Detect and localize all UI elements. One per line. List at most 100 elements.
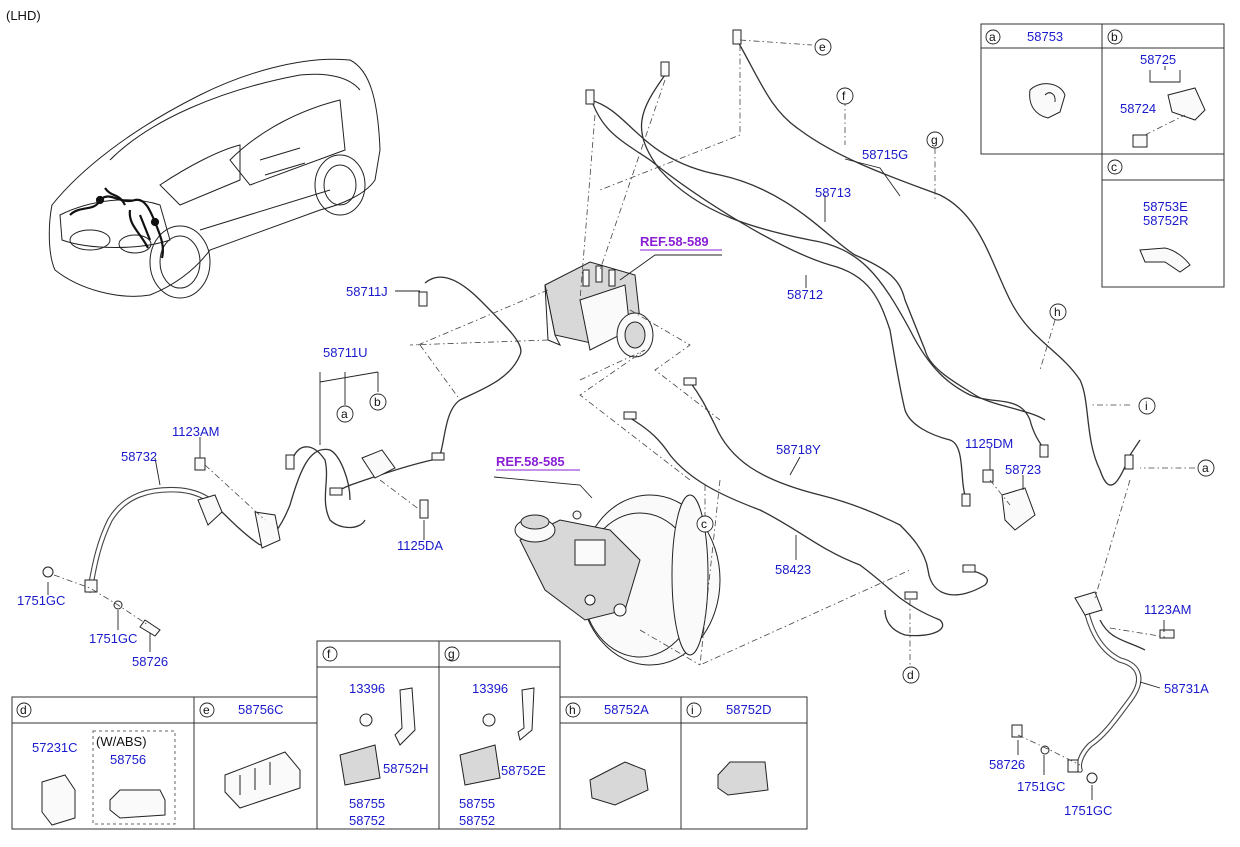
bracket-58752H-icon	[394, 687, 416, 746]
clip-58756-icon	[109, 789, 166, 819]
label-58732: 58732	[121, 449, 157, 464]
label-1125DA: 1125DA	[397, 538, 443, 553]
legend-b-part2: 58724	[1120, 101, 1156, 116]
label-1125DM: 1125DM	[965, 436, 1013, 451]
reference-dashes	[53, 39, 1195, 766]
legend-d-part1: 57231C	[32, 740, 78, 755]
clip-58756C-icon	[224, 751, 301, 809]
legend-b-badge	[1107, 29, 1123, 45]
leader-lines	[47, 158, 1165, 800]
left-hose-assembly	[42, 446, 433, 637]
label-58723: 58723	[1005, 462, 1041, 477]
legend-f-holder: 58752	[349, 813, 385, 828]
callout-i-1: i	[1138, 397, 1156, 415]
legend-f-badge	[322, 646, 338, 662]
part-labels: 58711J 58711U 58732 1123AM 1751GC 1751GC…	[17, 147, 1209, 818]
svg-text:a: a	[341, 407, 348, 421]
brake-booster-master-cylinder	[514, 494, 721, 666]
callout-f-1: f	[836, 87, 854, 105]
legend-h-letter: h	[569, 703, 576, 717]
callout-g-1: g	[926, 131, 944, 149]
legend-a-letter: a	[989, 30, 996, 44]
callout-c-1: c	[696, 515, 714, 533]
ref-brake-booster[interactable]: REF.58-585	[496, 454, 565, 469]
legend-i-part: 58752D	[726, 702, 772, 717]
callout-d-1: d	[902, 666, 920, 684]
label-58713: 58713	[815, 185, 851, 200]
callout-h-1: h	[1049, 303, 1067, 321]
label-1123AM-left: 1123AM	[172, 424, 219, 439]
clip-58755-icon	[339, 744, 381, 786]
right-hose-assembly	[982, 469, 1175, 784]
svg-text:f: f	[842, 89, 846, 103]
vehicle-illustration	[48, 58, 381, 299]
legend-d-badge	[16, 702, 32, 718]
legend-h-badge	[565, 702, 581, 718]
callout-a-1: a	[336, 405, 354, 423]
legend-c-letter: c	[1111, 160, 1117, 174]
bolt-58724-icon	[1132, 134, 1148, 148]
svg-text:i: i	[1145, 399, 1148, 413]
label-1751GC-b: 1751GC	[89, 631, 137, 646]
legend-g-holder: 58752	[459, 813, 495, 828]
legend-e-letter: e	[203, 703, 210, 717]
label-58712: 58712	[787, 287, 823, 302]
label-58423: 58423	[775, 562, 811, 577]
nut-13396-icon-2	[482, 713, 496, 727]
label-1123AM-right: 1123AM	[1144, 602, 1191, 617]
legend-h-part: 58752A	[604, 702, 649, 717]
svg-text:d: d	[907, 668, 914, 682]
legend-d-note: (W/ABS)	[96, 734, 147, 749]
legend-a-part: 58753	[1027, 29, 1063, 44]
label-1751GC-c: 1751GC	[1017, 779, 1065, 794]
callout-b-1: b	[369, 393, 387, 411]
clip-58752D-icon	[717, 761, 769, 796]
legend-f-letter: f	[327, 647, 331, 661]
label-58715G: 58715G	[862, 147, 908, 162]
abs-hydraulic-unit	[544, 261, 654, 358]
legend-g-clip: 58755	[459, 796, 495, 811]
pipe-fittings	[418, 29, 1134, 600]
legend-g-nut: 13396	[472, 681, 508, 696]
bracket-58725-icon	[1167, 87, 1206, 121]
legend-d-part2: 58756	[110, 752, 146, 767]
legend-i-badge	[686, 702, 702, 718]
clip-58753E-icon	[1139, 247, 1191, 273]
bracket-58752E-icon	[517, 687, 535, 741]
engine-bay-harness	[69, 187, 164, 259]
callout-a-2: a	[1197, 459, 1215, 477]
legend-i-letter: i	[691, 703, 694, 717]
legend-e-badge	[199, 702, 215, 718]
legend-d-letter: d	[20, 703, 27, 717]
label-58726-right: 58726	[989, 757, 1025, 772]
clip-58755-icon-2	[459, 744, 501, 786]
clip-57231C-icon	[41, 774, 76, 826]
label-58726-left: 58726	[132, 654, 168, 669]
legend-g-badge	[444, 646, 460, 662]
clip-58752A-icon	[589, 761, 649, 806]
legend-b-part1: 58725	[1140, 52, 1176, 67]
brake-pipes	[424, 39, 1141, 637]
legend-c-part1: 58753E	[1143, 199, 1188, 214]
legend-f-clip: 58755	[349, 796, 385, 811]
svg-text:e: e	[819, 40, 826, 54]
svg-text:b: b	[374, 395, 381, 409]
legend-top-table: a 58753 b 58725 58724 c 58753E 58752R	[980, 23, 1225, 288]
ref-abs-unit[interactable]: REF.58-589	[640, 234, 709, 249]
legend-f-nut: 13396	[349, 681, 385, 696]
label-1751GC-d: 1751GC	[1064, 803, 1112, 818]
legend-g-letter: g	[448, 647, 455, 661]
nut-13396-icon	[359, 713, 373, 727]
label-58718Y: 58718Y	[776, 442, 821, 457]
legend-c-part2: 58752R	[1143, 213, 1189, 228]
wabs-box	[92, 730, 176, 825]
legend-c-badge	[1107, 159, 1123, 175]
lhd-label: (LHD)	[6, 8, 41, 23]
svg-text:g: g	[931, 133, 938, 147]
label-58711J: 58711J	[346, 284, 388, 299]
legend-f-bracket: 58752H	[383, 761, 429, 776]
legend-g-bracket: 58752E	[501, 763, 546, 778]
svg-text:a: a	[1202, 461, 1209, 475]
legend-bottom-table: d 57231C (W/ABS) 58756 e 58756C f 13396 …	[11, 640, 808, 830]
